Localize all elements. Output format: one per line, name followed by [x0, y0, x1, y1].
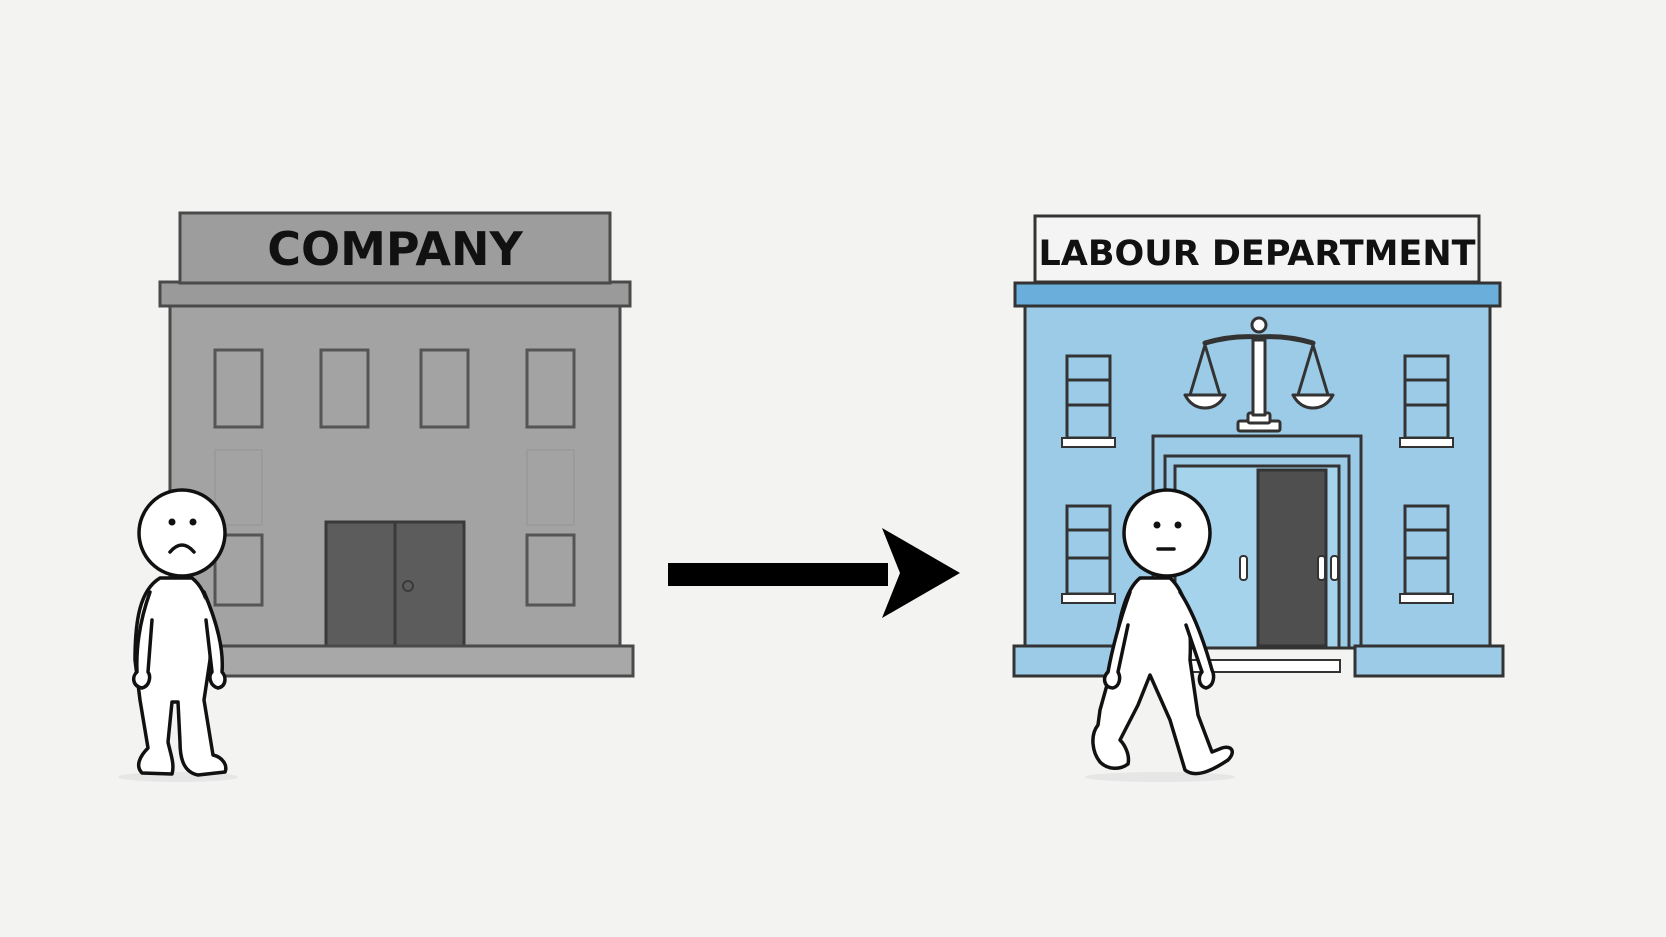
- company-base: [168, 644, 635, 678]
- labour-entrance: [1151, 434, 1363, 673]
- worker-figure-walking: [1085, 488, 1235, 782]
- company-sign-label: COMPANY: [267, 222, 523, 276]
- labour-open-door: [1256, 468, 1328, 648]
- worker-figure-sad: [118, 488, 238, 782]
- neutral-face-head: [1122, 488, 1212, 578]
- scales-of-justice-icon: [1183, 316, 1335, 433]
- company-windows: [213, 348, 576, 607]
- arrow-right-icon: [668, 528, 960, 618]
- company-sign-board: [178, 211, 612, 285]
- labour-cornice: [1013, 281, 1502, 308]
- labour-sign-board: [1033, 214, 1481, 284]
- labour-department-building: LABOUR DEPARTMENT: [1012, 214, 1505, 678]
- company-cornice: [158, 280, 632, 308]
- company-building: COMPANY: [158, 211, 635, 678]
- labour-sign-label: LABOUR DEPARTMENT: [1038, 234, 1475, 274]
- sad-face-head: [137, 488, 227, 578]
- labour-windows: [1061, 354, 1454, 604]
- company-door: [324, 520, 466, 648]
- frown-mouth: [168, 543, 196, 554]
